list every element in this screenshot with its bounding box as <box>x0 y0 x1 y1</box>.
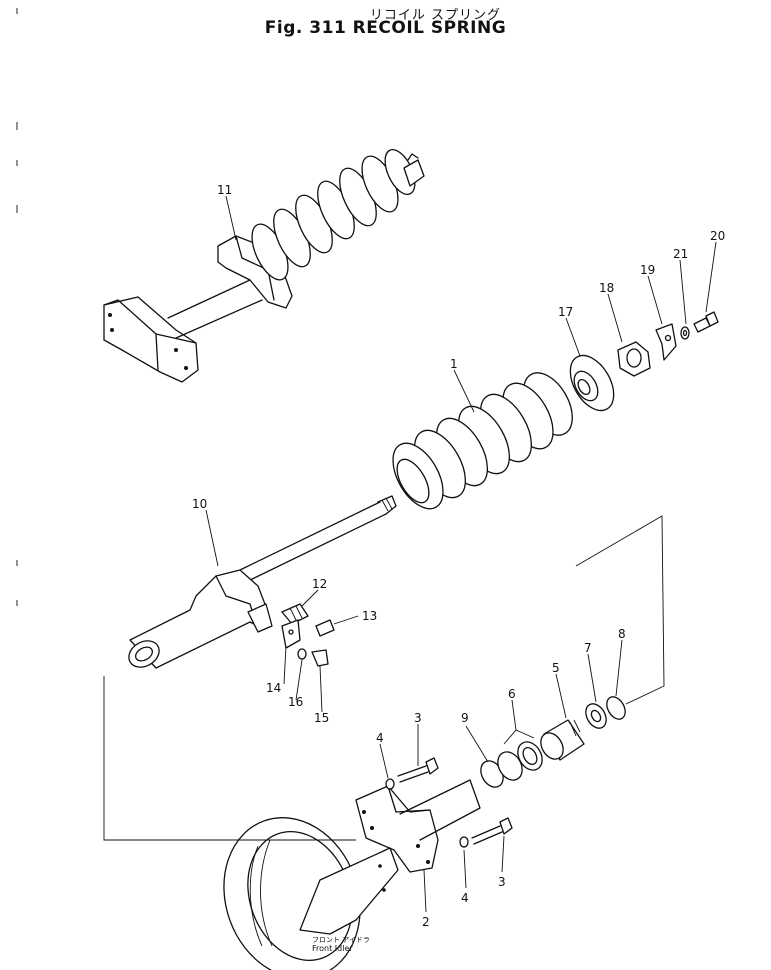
label-part-14: 14 <box>266 681 281 695</box>
seal-set <box>497 741 543 781</box>
figure-title: Fig. 311 RECOIL SPRING <box>264 18 507 38</box>
grease-fitting <box>315 619 335 637</box>
washer-4-upper <box>385 778 395 790</box>
figure-title-japanese: リコイル スプリング <box>369 8 502 23</box>
piston <box>540 719 585 761</box>
front-idler-caption: フロント アイドラ Front Idler <box>312 936 370 953</box>
label-part-2: 2 <box>422 915 430 929</box>
snap-ring <box>606 696 626 720</box>
label-part-9: 9 <box>461 711 469 725</box>
label-part-7: 7 <box>584 641 592 655</box>
cylinder-spring-coils <box>251 149 416 281</box>
label-part-19: 19 <box>640 263 655 277</box>
recoil-cylinder-assembly <box>103 149 425 383</box>
idler-yoke <box>355 779 481 873</box>
assembly-boundary-lines <box>103 515 665 841</box>
stopper-plate <box>655 323 677 361</box>
spring-seat <box>569 354 615 412</box>
label-part-15: 15 <box>314 711 329 725</box>
label-part-20: 20 <box>710 229 725 243</box>
label-part-8: 8 <box>618 627 626 641</box>
bolt-3-upper <box>397 757 439 783</box>
label-part-21: 21 <box>673 247 688 261</box>
label-part-4-upper: 4 <box>376 731 384 745</box>
label-part-1: 1 <box>450 357 458 371</box>
label-part-11: 11 <box>217 183 232 197</box>
bolt-3-lower <box>471 817 513 845</box>
label-part-13: 13 <box>362 609 377 623</box>
front-idler-caption-japanese: フロント アイドラ <box>312 936 370 944</box>
label-part-4-lower: 4 <box>461 891 469 905</box>
front-idler-caption-english: Front Idler <box>312 944 353 953</box>
part-number-labels: 11 1 17 18 19 21 20 10 12 13 14 16 15 9 … <box>192 183 725 929</box>
label-part-18: 18 <box>599 281 614 295</box>
label-part-16: 16 <box>288 695 303 709</box>
front-idler-wheel <box>223 817 399 970</box>
washer-21 <box>680 326 690 340</box>
washer-4-lower <box>459 836 469 848</box>
grease-valve <box>281 603 309 625</box>
main-recoil-spring <box>392 372 573 510</box>
bolt-15 <box>311 649 329 667</box>
spring-rod <box>128 495 397 669</box>
bolt-20 <box>693 311 719 333</box>
label-part-10: 10 <box>192 497 207 511</box>
label-part-3-upper: 3 <box>414 711 422 725</box>
label-part-3-lower: 3 <box>498 875 506 889</box>
washer-16 <box>297 648 307 660</box>
leader-lines <box>205 195 717 913</box>
valve-cover <box>281 619 301 649</box>
label-part-6: 6 <box>508 687 516 701</box>
retaining-ring <box>585 703 607 729</box>
label-part-17: 17 <box>558 305 573 319</box>
lock-nut <box>617 341 651 377</box>
label-part-12: 12 <box>312 577 327 591</box>
label-part-5: 5 <box>552 661 560 675</box>
